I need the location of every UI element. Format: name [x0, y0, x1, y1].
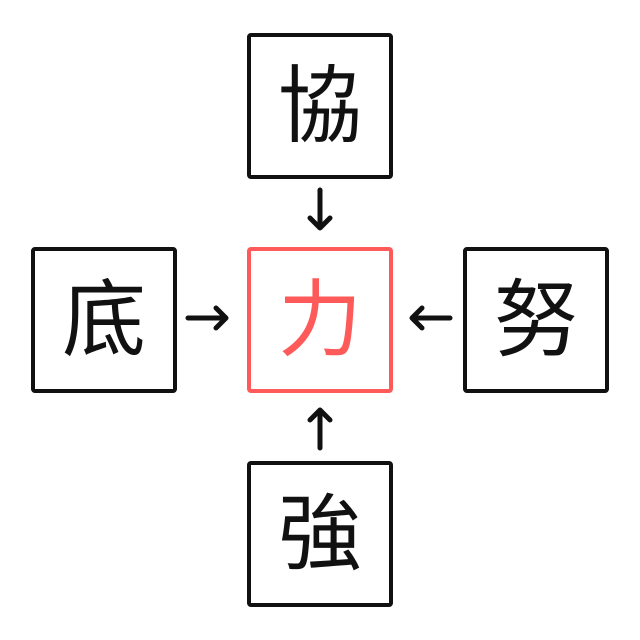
- kanji-box-left: 底: [31, 247, 177, 393]
- arrow-up-icon: [307, 407, 333, 451]
- kanji-box-right: 努: [463, 247, 609, 393]
- kanji-box-bottom: 強: [247, 461, 393, 607]
- arrow-right-icon: [185, 305, 229, 331]
- kanji-top: 協: [277, 57, 362, 155]
- kanji-right: 努: [493, 271, 578, 369]
- kanji-box-top: 協: [247, 33, 393, 179]
- kanji-bottom: 強: [277, 485, 362, 583]
- answer-box-center: 力: [247, 247, 393, 393]
- arrow-left-icon: [409, 305, 453, 331]
- kanji-left: 底: [61, 271, 146, 369]
- arrow-down-icon: [307, 187, 333, 231]
- kanji-center-answer: 力: [277, 271, 362, 369]
